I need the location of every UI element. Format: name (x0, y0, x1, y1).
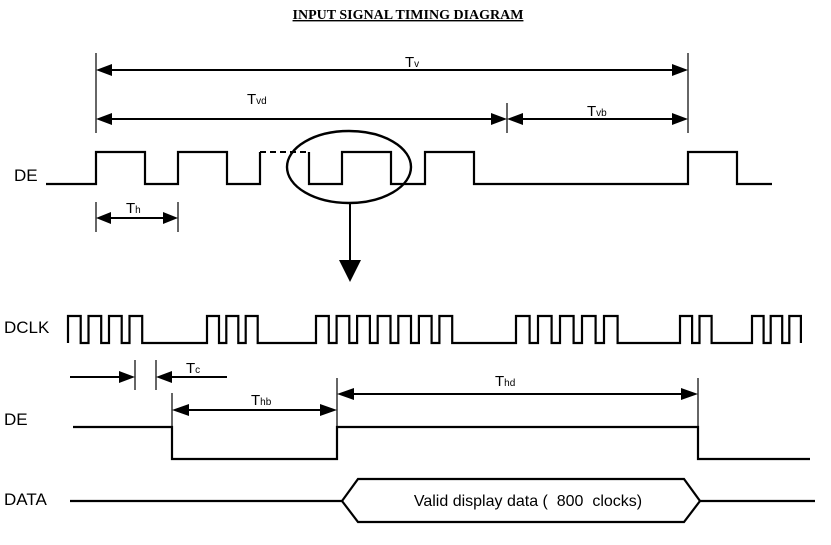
de-bottom-waveform (73, 425, 810, 461)
tvd-label: Tvd (247, 91, 267, 108)
tc-dimension: Tc (70, 360, 227, 390)
line-timing-section: DCLK Tc Thb Thd (4, 314, 815, 524)
tc-arrow-right-icon (119, 371, 135, 383)
diagram-title: INPUT SIGNAL TIMING DIAGRAM (293, 8, 524, 23)
tv-arrow-right-icon (672, 64, 688, 76)
thd-label: Thd (495, 373, 515, 390)
de-top-waveform-part1 (46, 150, 262, 186)
thb-arrow-left-icon (172, 404, 189, 416)
thb-dimension: Thb (172, 392, 337, 416)
th-arrow-left-icon (96, 212, 111, 224)
tvd-arrow-left-icon (96, 113, 112, 125)
thb-label: Thb (251, 392, 272, 409)
frame-timing-section: Tv Tvd Tvb DE (14, 53, 772, 282)
dclk-label: DCLK (4, 318, 50, 337)
thd-arrow-right-icon (681, 388, 698, 400)
valid-data-text: Valid display data ( 800 clocks) (414, 493, 642, 510)
data-label: DATA (4, 490, 47, 509)
dclk-waveform (66, 314, 802, 345)
tvb-dimension: Tvb (507, 103, 688, 125)
tc-arrow-left-icon (156, 371, 172, 383)
tvb-label: Tvb (587, 103, 607, 120)
thd-dimension: Thd (337, 373, 698, 400)
de-bottom-label: DE (4, 410, 28, 429)
tvb-arrow-right-icon (672, 113, 688, 125)
tv-arrow-left-icon (96, 64, 112, 76)
th-dimension: Th (95, 200, 179, 232)
de-top-waveform-part2 (307, 150, 772, 186)
tc-label: Tc (186, 360, 200, 377)
tvb-arrow-left-icon (507, 113, 523, 125)
th-label: Th (126, 200, 141, 217)
tv-label: Tv (405, 54, 419, 71)
thb-arrow-right-icon (320, 404, 337, 416)
th-arrow-right-icon (163, 212, 178, 224)
tvd-dimension: Tvd (96, 91, 507, 125)
tvd-arrow-right-icon (491, 113, 507, 125)
de-top-label: DE (14, 166, 38, 185)
tv-dimension: Tv (96, 54, 688, 76)
thd-arrow-left-icon (337, 388, 354, 400)
zoom-arrow-down-icon (339, 260, 361, 282)
zoom-ellipse (285, 129, 413, 205)
